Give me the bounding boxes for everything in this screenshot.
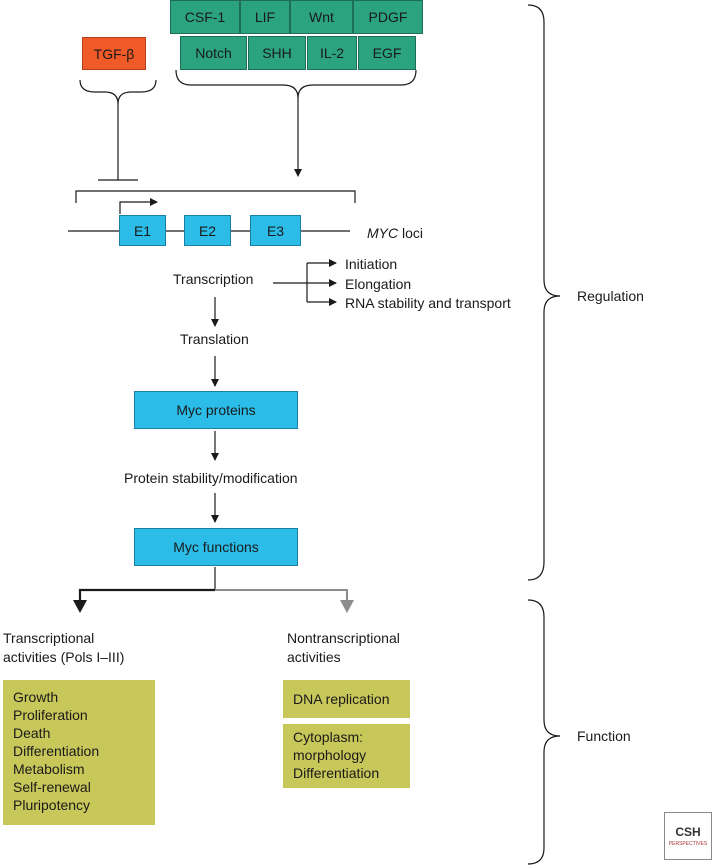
translation-label: Translation — [180, 331, 249, 347]
dna-replication-box: DNA replication — [283, 680, 410, 718]
tgf-brace — [79, 79, 157, 105]
signal-egf: EGF — [358, 36, 416, 70]
nontranscriptional-heading-1: Nontranscriptional — [287, 630, 400, 646]
transcriptional-heading-2: activities (Pols I–III) — [3, 649, 125, 665]
logo-perspectives: PERSPECTIVES — [668, 841, 708, 847]
myc-proteins-box: Myc proteins — [134, 391, 298, 429]
regulation-label: Regulation — [577, 288, 644, 304]
transcriptional-branch — [78, 588, 215, 602]
nontranscriptional-heading-2: activities — [287, 649, 341, 665]
activity-growth: Growth — [13, 689, 59, 705]
signal-il2: IL-2 — [307, 36, 357, 70]
signal-lif: LIF — [240, 0, 290, 34]
signal-notch: Notch — [180, 36, 247, 70]
cytoplasm-line-3: Differentiation — [293, 765, 380, 781]
activity-proliferation: Proliferation — [13, 707, 88, 723]
activity-pluripotency: Pluripotency — [13, 797, 91, 813]
signal-csf1: CSF-1 — [170, 0, 240, 34]
tss-arrow — [119, 198, 158, 214]
activity-differentiation: Differentiation — [13, 743, 100, 759]
transcription-label: Transcription — [173, 271, 254, 287]
step-initiation: Initiation — [345, 256, 398, 272]
myc-loci-label: MYC loci — [367, 224, 423, 242]
signal-wnt: Wnt — [290, 0, 353, 34]
signal-pdgf: PDGF — [353, 0, 423, 34]
dna-replication-label: DNA replication — [293, 691, 390, 707]
step-rna-stability: RNA stability and transport — [345, 295, 511, 311]
exon-e1: E1 — [119, 215, 166, 246]
protein-stability-label: Protein stability/modification — [124, 470, 298, 486]
activity-death: Death — [13, 725, 51, 741]
signal-shh: SHH — [248, 36, 306, 70]
function-label: Function — [577, 728, 631, 744]
cytoplasm-line-2: morphology — [293, 747, 367, 763]
signals-brace — [175, 69, 417, 99]
function-brace — [527, 599, 561, 865]
logo-csh: CSH — [675, 825, 701, 839]
cytoplasm-box: Cytoplasm: morphology Differentiation — [283, 724, 410, 788]
nontranscriptional-branch — [215, 589, 348, 602]
myc-gene-name: MYC — [367, 225, 399, 241]
regulation-brace — [527, 4, 561, 581]
promoter-bracket — [75, 190, 356, 203]
transcriptional-activities-box: Growth Proliferation Death Differentiati… — [3, 680, 155, 825]
myc-functions-box: Myc functions — [134, 528, 298, 566]
csh-perspectives-logo: CSH PERSPECTIVES — [664, 812, 712, 860]
transcription-fork — [273, 263, 308, 302]
tgf-beta-box: TGF-β — [82, 37, 146, 70]
transcriptional-heading-1: Transcriptional — [3, 630, 95, 646]
step-elongation: Elongation — [345, 276, 412, 292]
cytoplasm-line-1: Cytoplasm: — [293, 729, 364, 745]
activity-metabolism: Metabolism — [13, 761, 85, 777]
loci-suffix: loci — [398, 225, 424, 241]
exon-e2: E2 — [184, 215, 231, 246]
exon-e3: E3 — [250, 215, 301, 246]
activity-self-renewal: Self-renewal — [13, 779, 91, 795]
